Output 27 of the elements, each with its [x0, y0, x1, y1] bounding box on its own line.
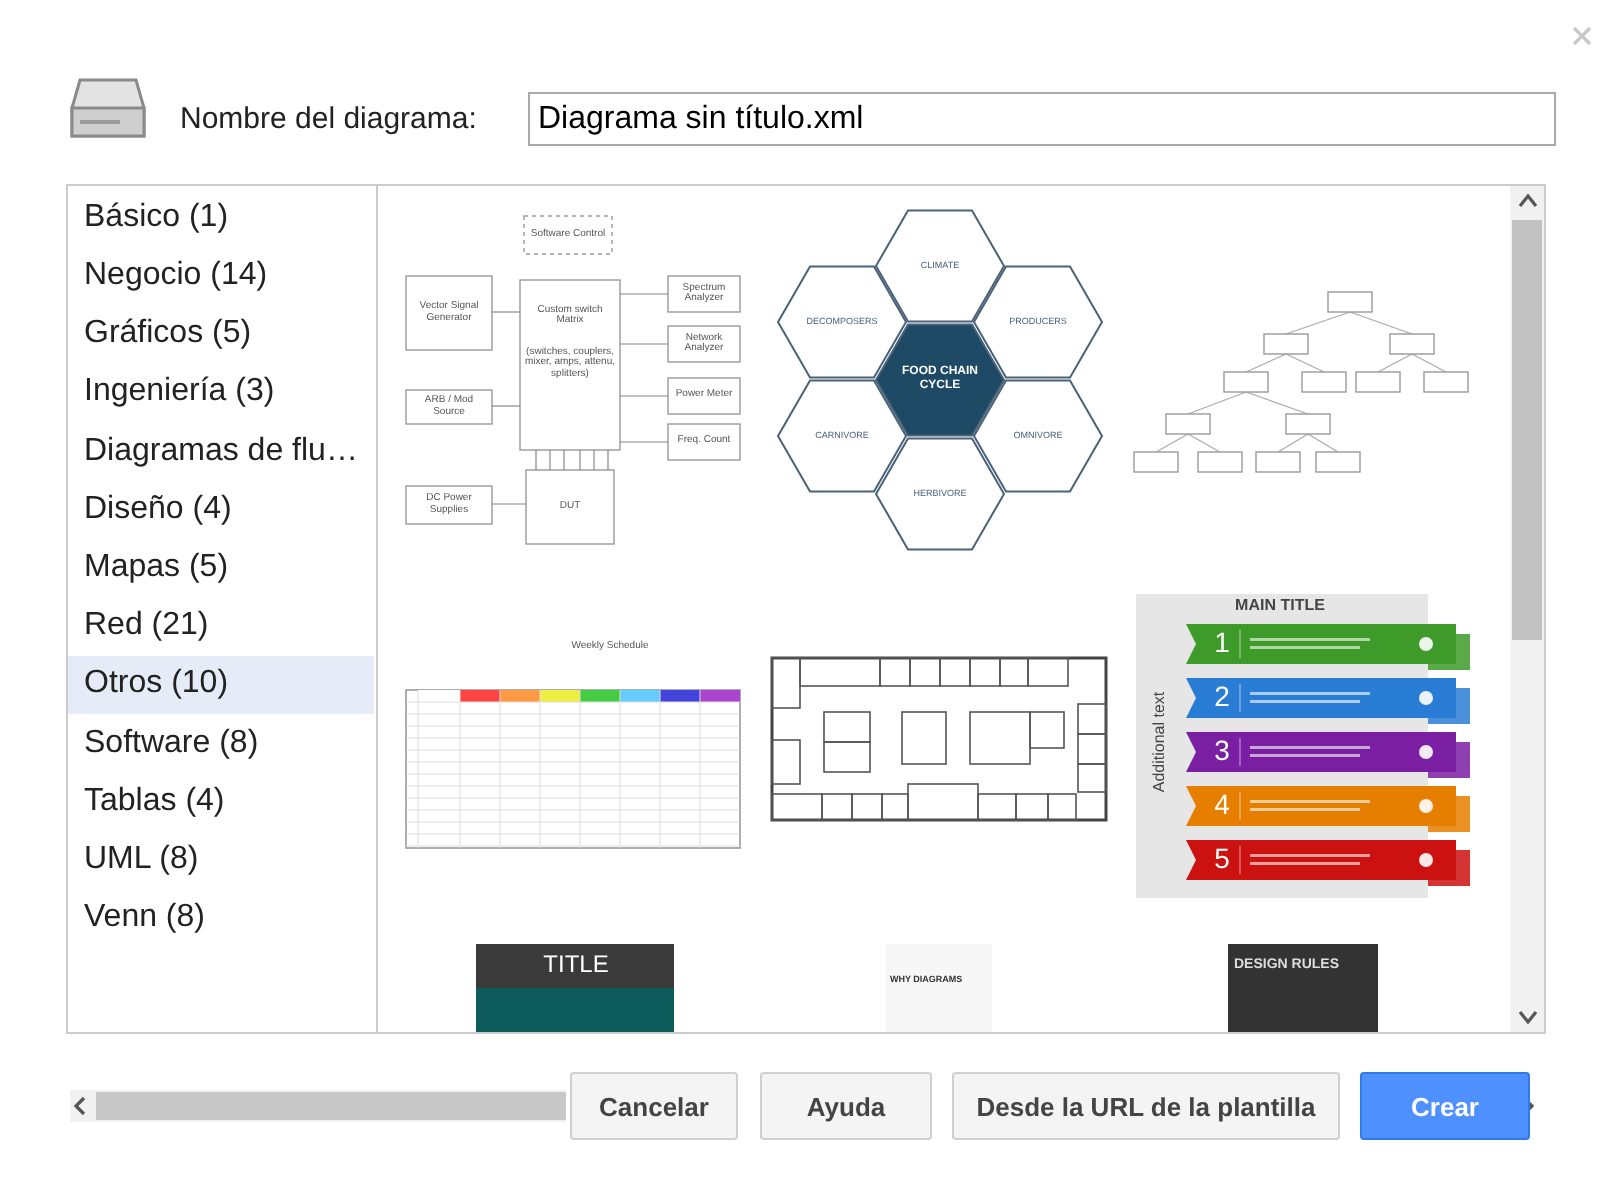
category-item: Básico (1): [82, 197, 231, 238]
category-item: Diseño (4): [82, 489, 234, 530]
category-item: UML (8): [82, 839, 201, 880]
category-item: Tablas (4): [82, 781, 227, 822]
text-field: Diagrama sin título.xml: [528, 92, 1556, 146]
cancel-button: Cancelar: [570, 1072, 738, 1140]
help-button: Ayuda: [760, 1072, 932, 1140]
category-item: Ingeniería (3): [82, 372, 277, 413]
thumbnail-text: 1: [1212, 626, 1232, 662]
thumbnail-text: 3: [1212, 734, 1232, 770]
category-item: Diagramas de flu…: [82, 431, 360, 471]
category-item: Red (21): [82, 606, 211, 647]
thumbnail-text: 2: [1212, 680, 1232, 716]
thumbnail-text: Additional text: [1150, 689, 1170, 797]
category-item: Gráficos (5): [82, 314, 254, 355]
thumbnail-text: TITLE: [541, 948, 611, 983]
category-item: Software (8): [82, 723, 261, 763]
thumbnail-text: 4: [1212, 788, 1232, 824]
category-item: Otros (10): [68, 655, 374, 714]
category-item: Mapas (5): [82, 547, 231, 588]
category-item: Negocio (14): [82, 255, 270, 296]
thumbnail-text: 5: [1212, 842, 1232, 878]
field-label: Nombre del diagrama:: [180, 100, 479, 140]
template-url-button: Desde la URL de la plantilla: [952, 1072, 1340, 1140]
category-item: Venn (8): [82, 898, 207, 939]
thumbnail-text: MAIN TITLE: [1233, 596, 1327, 618]
create-button: Crear: [1360, 1072, 1530, 1140]
